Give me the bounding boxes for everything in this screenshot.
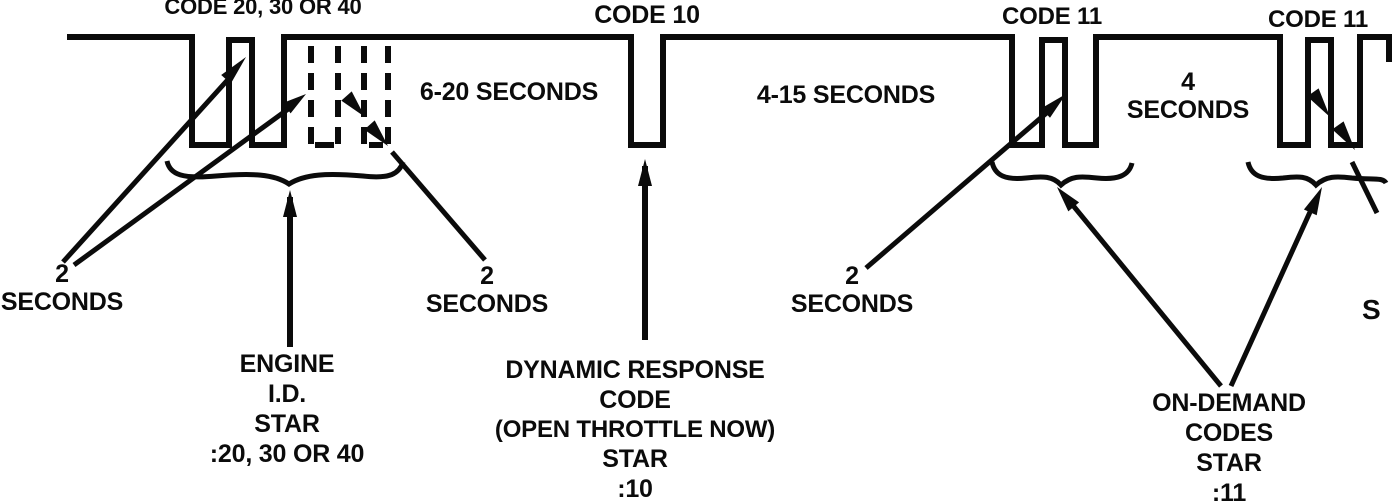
leader-2sec-code11 — [864, 108, 1052, 270]
gap-4-15-seconds: 4-15 SECONDS — [756, 81, 936, 109]
brace-code11-right — [1245, 161, 1389, 189]
dynamic-response-line-1: DYNAMIC RESPONSE — [505, 356, 765, 384]
engine-id-callout: ENGINE I.D. STAR :20, 30 OR 40 — [209, 350, 365, 472]
arrowhead-dashed-2 — [364, 120, 388, 146]
leader-2sec-right — [1349, 160, 1380, 215]
leader-lines — [61, 72, 1380, 388]
arrowhead-code11-right-1 — [1307, 88, 1330, 117]
dynamic-response-callout: DYNAMIC RESPONSE CODE (OPEN THROTTLE NOW… — [495, 358, 775, 502]
two-seconds-code11-value: 2 — [845, 262, 859, 290]
engine-id-line-4: :20, 30 OR 40 — [209, 440, 365, 468]
leader-2sec-dashed — [390, 150, 487, 262]
arrowheads — [221, 57, 1355, 217]
gap-4-seconds-value: 4 — [1181, 68, 1195, 96]
arrowhead-dashed-1 — [341, 91, 365, 117]
two-seconds-code11: 2 SECONDS — [791, 264, 913, 320]
engine-id-line-3: STAR — [254, 410, 320, 438]
leader-2sec-left-b — [72, 104, 293, 268]
leader-2sec-left-a — [61, 72, 235, 264]
dynamic-response-line-3: (OPEN THROTTLE NOW) — [494, 416, 776, 443]
code-11-title-right: CODE 11 — [1268, 6, 1368, 33]
on-demand-line-1: ON-DEMAND — [1152, 389, 1306, 417]
arrowhead-engine — [283, 190, 297, 217]
signal-trace — [67, 34, 1392, 148]
brace-code11-left — [989, 161, 1135, 189]
two-seconds-dashed-unit: SECONDS — [425, 290, 549, 318]
dynamic-response-line-2: CODE — [599, 386, 671, 414]
two-seconds-dashed: 2 SECONDS — [426, 264, 548, 320]
arrowhead-code11-left — [1041, 94, 1066, 118]
gap-6-20-seconds: 6-20 SECONDS — [419, 78, 599, 106]
dashed-pulse-pair — [308, 46, 391, 148]
gap-4-seconds-unit: SECONDS — [1126, 96, 1250, 124]
two-seconds-dashed-value: 2 — [480, 262, 494, 290]
dynamic-response-line-4: STAR — [602, 445, 668, 473]
leader-ondemand-right — [1228, 210, 1313, 388]
on-demand-line-2: CODES — [1185, 419, 1273, 447]
two-seconds-right-partial: S — [1362, 294, 1381, 325]
engine-id-line-2: I.D. — [267, 380, 307, 408]
on-demand-callout: ON-DEMAND CODES STAR :11 — [1152, 391, 1306, 502]
arrowhead-pulse2 — [282, 94, 306, 114]
dynamic-response-line-5: :10 — [617, 475, 653, 502]
two-seconds-left-unit: SECONDS — [0, 288, 124, 316]
code-11-title-left: CODE 11 — [1002, 3, 1102, 30]
arrowhead-pulse1 — [221, 57, 246, 84]
code-10-title: CODE 10 — [594, 1, 700, 29]
arrowhead-code11-right-2 — [1332, 121, 1355, 150]
two-seconds-left: 2 SECONDS — [1, 262, 123, 318]
arrowhead-ondemand-right — [1303, 187, 1322, 216]
engine-id-line-1: ENGINE — [239, 350, 335, 378]
code-20-30-40-title: CODE 20, 30 OR 40 — [164, 0, 362, 19]
arrowhead-ondemand-left — [1057, 187, 1080, 212]
on-demand-line-3: STAR — [1196, 449, 1262, 477]
on-demand-line-4: :11 — [1211, 479, 1247, 502]
gap-4-seconds: 4 SECONDS — [1127, 70, 1249, 126]
two-seconds-code11-unit: SECONDS — [790, 290, 914, 318]
two-seconds-left-value: 2 — [55, 260, 69, 288]
leader-ondemand-left — [1069, 201, 1223, 388]
arrowhead-dynamic — [638, 159, 652, 186]
